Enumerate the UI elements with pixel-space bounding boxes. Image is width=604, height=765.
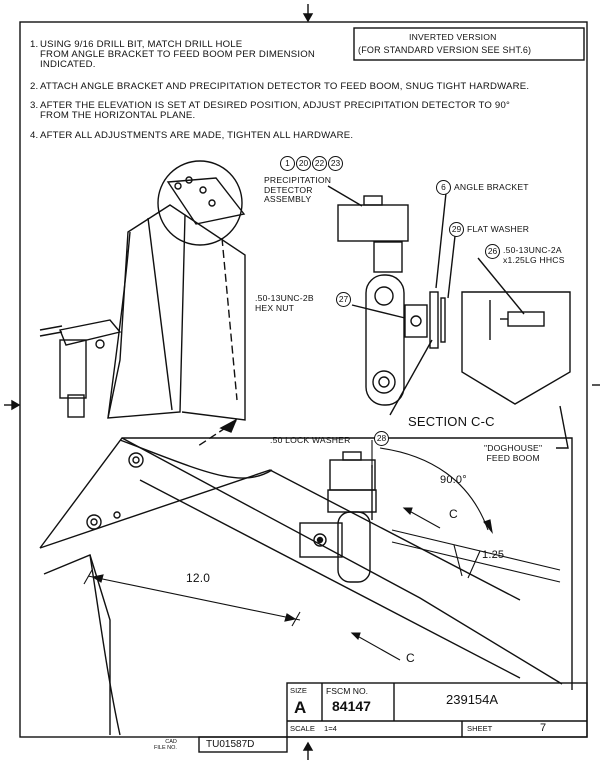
cad-file-label: CAD FILE NO. bbox=[154, 739, 177, 751]
balloon-item: 20 bbox=[296, 156, 311, 171]
drawing-number: 239154A bbox=[446, 692, 499, 707]
section-leaders bbox=[327, 185, 569, 449]
sheet-value: 7 bbox=[540, 722, 547, 734]
size-value: A bbox=[294, 698, 307, 717]
section-label: SECTION C-C bbox=[408, 414, 495, 429]
balloon-item: 1 bbox=[280, 156, 295, 171]
balloon-hex-nut: 27 bbox=[336, 292, 351, 307]
hex-nut-label: .50-13UNC-2B HEX NUT bbox=[255, 293, 314, 313]
balloon-item: 23 bbox=[328, 156, 343, 171]
balloon-item: 22 bbox=[312, 156, 327, 171]
precipitation-label: PRECIPITATION DETECTOR ASSEMBLY bbox=[264, 175, 332, 204]
dimension-angle: 90.0° bbox=[440, 474, 467, 486]
section-c-c bbox=[337, 195, 571, 406]
flat-washer-label: FLAT WASHER bbox=[467, 224, 530, 234]
version-subtitle: (FOR STANDARD VERSION SEE SHT.6) bbox=[358, 45, 532, 55]
enlarged-view bbox=[39, 437, 573, 736]
doghouse-label: "DOGHOUSE" FEED BOOM bbox=[484, 443, 543, 463]
balloon-hhcs: 26 bbox=[485, 244, 500, 259]
version-box bbox=[353, 27, 585, 61]
scale-value: 1=4 bbox=[324, 724, 337, 733]
balloon-angle-bracket: 6 bbox=[436, 180, 451, 195]
size-label: SIZE bbox=[290, 686, 307, 695]
lock-washer-label: .50 LOCK WASHER bbox=[270, 435, 351, 445]
section-mark-lower: C bbox=[406, 651, 415, 665]
section-mark-upper: C bbox=[449, 507, 458, 521]
hhcs-label: .50-13UNC-2A x1.25LG HHCS bbox=[503, 245, 565, 265]
sheet-label: SHEET bbox=[467, 724, 493, 733]
fscm-value: 84147 bbox=[332, 698, 371, 714]
dimension-length: 12.0 bbox=[186, 571, 211, 585]
balloon-flat-washer: 29 bbox=[449, 222, 464, 237]
title-block-lines bbox=[198, 682, 588, 753]
center-mark-arrows bbox=[4, 4, 600, 760]
dimension-offset: 1.25 bbox=[482, 549, 505, 561]
scale-label: SCALE bbox=[290, 724, 315, 733]
cad-file-number: TU01587D bbox=[206, 739, 255, 750]
fscm-label: FSCM NO. bbox=[326, 686, 369, 696]
balloon-lock-washer: 28 bbox=[374, 431, 389, 446]
angle-bracket-label: ANGLE BRACKET bbox=[454, 182, 529, 192]
dimension-lines bbox=[83, 440, 561, 661]
version-title: INVERTED VERSION bbox=[409, 32, 497, 42]
perspective-detail bbox=[39, 160, 246, 421]
